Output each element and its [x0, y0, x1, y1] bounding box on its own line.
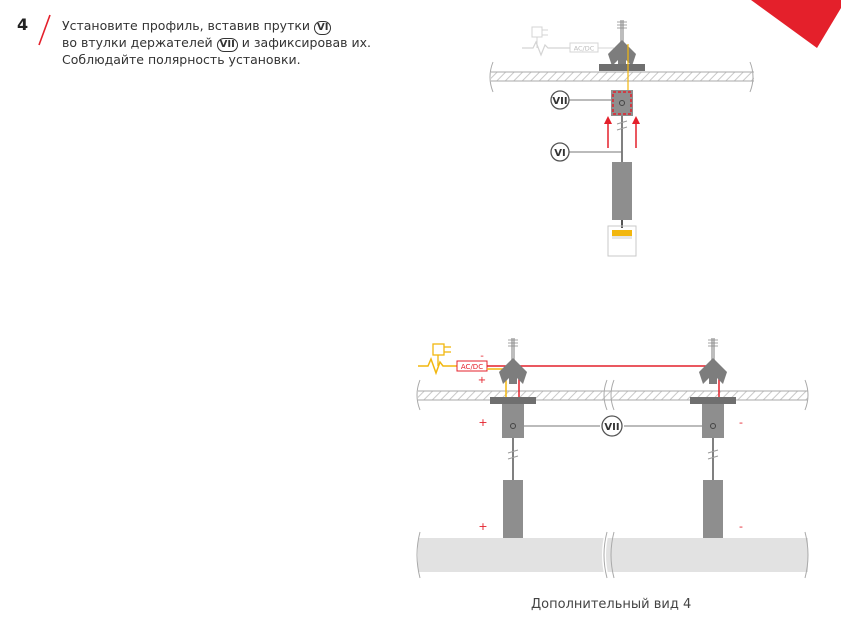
- left-holder-assembly: [490, 338, 536, 538]
- instruction-line-2-prefix: во втулки держателей: [62, 35, 213, 50]
- top-driver-icon: [522, 26, 614, 57]
- top-callout-holder-label: VII: [552, 96, 567, 107]
- left-profile-polarity: +: [478, 520, 487, 533]
- right-holder-assembly: [690, 338, 736, 538]
- driver-minus-sign: -: [480, 351, 484, 362]
- instruction-line-2-suffix: и зафиксировав их.: [241, 35, 372, 50]
- bottom-driver-icon: [418, 343, 488, 376]
- step-number: 4: [17, 15, 29, 34]
- bottom-callout-holder-label: VII: [604, 422, 619, 433]
- figure-caption: Дополнительный вид 4: [531, 597, 692, 612]
- top-suspension-holder: [599, 20, 645, 165]
- instruction-line-2: во втулки держателей VII и зафиксировав …: [62, 35, 422, 52]
- corner-accent-triangle: [751, 0, 841, 48]
- top-profile: [607, 162, 637, 257]
- left-holder-polarity: +: [478, 416, 487, 429]
- holder-badge: VII: [216, 38, 238, 52]
- top-ceiling: [489, 61, 754, 93]
- bottom-diagram: AC/DC - +: [416, 338, 809, 579]
- top-callout-rod-label: VI: [554, 148, 565, 159]
- instruction-text: Установите профиль, вставив прутки VI во…: [62, 18, 422, 67]
- instruction-line-1: Установите профиль, вставив прутки VI: [62, 18, 422, 35]
- rod-badge: VI: [314, 21, 332, 35]
- instruction-line-1-text: Установите профиль, вставив прутки: [62, 18, 311, 33]
- top-diagram: AC/DC: [489, 20, 754, 257]
- top-callout-rod: VI: [550, 142, 622, 162]
- right-profile-polarity: -: [739, 520, 743, 533]
- bottom-callout-holder: VII: [524, 415, 702, 437]
- bottom-ceiling: [416, 379, 809, 411]
- top-driver-label: AC/DC: [574, 45, 595, 53]
- bottom-driver-label: AC/DC: [461, 363, 483, 371]
- top-callout-holder: VII: [550, 90, 611, 110]
- bottom-floor: [416, 531, 809, 579]
- driver-plus-sign: +: [478, 375, 486, 386]
- step-slash-divider: [38, 14, 51, 46]
- instruction-line-3: Соблюдайте полярность установки.: [62, 52, 301, 67]
- top-insert-arrows: [604, 116, 640, 148]
- right-holder-polarity: -: [739, 416, 743, 429]
